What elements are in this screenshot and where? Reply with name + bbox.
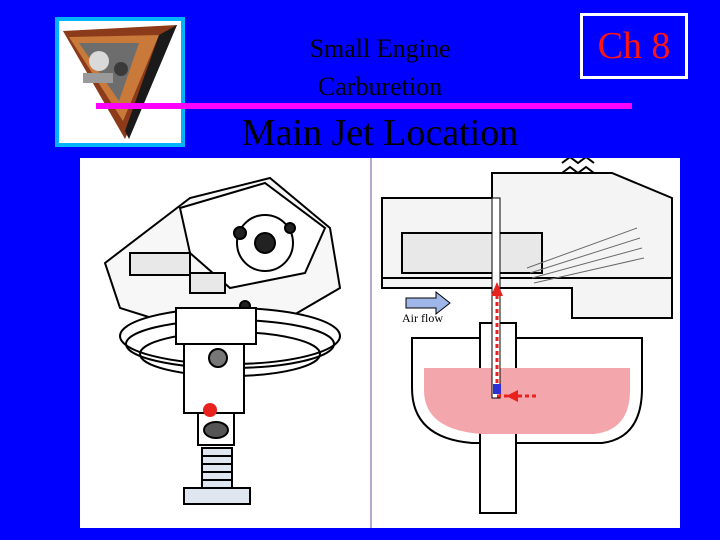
slide-subtitle: Small Engine Carburetion <box>230 30 530 106</box>
main-jet-marker <box>203 403 217 417</box>
airflow-arrow <box>405 290 451 316</box>
airflow-label: Air flow <box>402 311 443 325</box>
subtitle-line-2: Carburetion <box>317 72 443 101</box>
carburetor-exploded-drawing <box>80 158 370 528</box>
fuel-level <box>424 368 630 434</box>
accent-rule <box>96 103 632 109</box>
carburetor-cutaway-drawing: Air flow <box>372 158 680 528</box>
slide-title: Main Jet Location <box>241 112 519 154</box>
subtitle-line-1: Small Engine <box>309 34 451 63</box>
carburetor-photo-thumbnail <box>55 17 185 147</box>
chapter-label: Ch 8 <box>597 25 671 67</box>
fuel-flow-arrow <box>495 293 537 398</box>
figure-divider <box>370 158 372 528</box>
chapter-badge: Ch 8 <box>580 13 688 79</box>
